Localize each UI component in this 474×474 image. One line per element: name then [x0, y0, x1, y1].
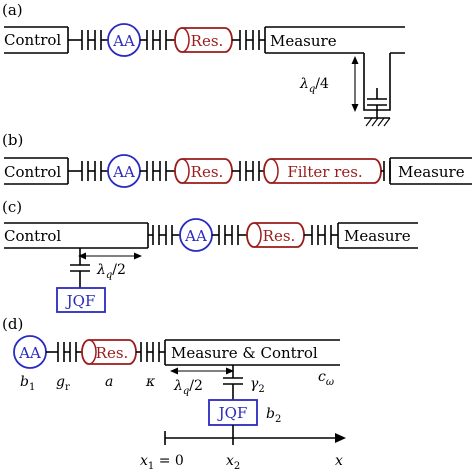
coupling-capacitor-c2 — [165, 225, 173, 245]
resonator-d — [81, 339, 137, 365]
lambda-q-2-label-c: λq/2 — [96, 262, 126, 281]
coupling-capacitor-b7 — [383, 161, 391, 181]
b1-label: b1 — [20, 374, 35, 393]
measure-control-label-d: Measure & Control — [171, 344, 318, 362]
panel-d: (d) AA Res. Measure & Control b1 gr a κ … — [2, 315, 346, 472]
coupling-capacitor-d2 — [69, 342, 77, 362]
panel-c: (c) Control AA Res. Measure λq/2 JQF — [2, 198, 418, 313]
control-label-c: Control — [4, 227, 61, 245]
coupling-capacitor-c6 — [324, 225, 332, 245]
coupling-capacitor-b6 — [252, 161, 260, 181]
jqf-label-c: JQF — [65, 292, 96, 310]
panel-d-label: (d) — [2, 315, 23, 333]
jqf-box-c — [56, 287, 106, 313]
measure-label-c: Measure — [344, 227, 411, 245]
coupling-capacitor-c4 — [231, 225, 239, 245]
c-omega-label: cω — [318, 369, 334, 388]
panel-a: (a) Control AA Res. Measure λq/4 — [2, 1, 405, 127]
aa-label-a: AA — [112, 32, 135, 50]
coupling-capacitor-c3 — [218, 225, 226, 245]
res-label-d: Res. — [96, 344, 129, 362]
measure-label-a: Measure — [270, 32, 337, 50]
measure-line-c — [337, 222, 418, 249]
lambda-q-4-label: λq/4 — [299, 76, 329, 95]
jqf-label-d: JQF — [217, 404, 248, 422]
coupling-capacitor-a1 — [81, 30, 89, 50]
res-label-a: Res. — [191, 32, 224, 50]
measure-line-b — [389, 157, 472, 185]
panel-b-label: (b) — [2, 131, 23, 149]
coupling-capacitor-b4 — [159, 161, 167, 181]
b2-label: b2 — [266, 406, 281, 425]
res-label-c: Res. — [263, 227, 296, 245]
stub-a — [363, 53, 391, 111]
resonator-c — [246, 222, 305, 248]
x2-label: x2 — [226, 453, 240, 472]
coupling-capacitor-d4 — [152, 342, 160, 362]
gr-label: gr — [56, 374, 70, 393]
aa-label-d: AA — [18, 344, 41, 362]
aa-label-c: AA — [184, 227, 207, 245]
resonator-b — [174, 158, 233, 184]
x-label: x — [335, 453, 343, 469]
x1-label: x1 = 0 — [140, 453, 184, 472]
coupling-capacitor-b5 — [239, 161, 247, 181]
coupling-capacitor-a2 — [94, 30, 102, 50]
coupling-capacitor-a6 — [252, 30, 260, 50]
coupling-capacitor-d3 — [140, 342, 148, 362]
res-label-b: Res. — [191, 163, 224, 181]
coupling-capacitor-a4 — [159, 30, 167, 50]
lambda-q-2-label-d: λq/2 — [173, 378, 203, 397]
resonator-a — [174, 27, 233, 53]
grounding-capacitor-a — [367, 98, 387, 106]
gamma2-label: γ2 — [250, 376, 265, 395]
coupling-capacitor-a5 — [239, 30, 247, 50]
measure-label-b: Measure — [398, 163, 465, 181]
jqf-capacitor-c — [70, 264, 90, 272]
control-label-b: Control — [4, 163, 61, 181]
filter-resonator-b — [263, 158, 382, 184]
kappa-label: κ — [145, 374, 155, 390]
measure-line-a — [264, 26, 405, 54]
aa-label-b: AA — [112, 163, 135, 181]
coupling-capacitor-c1 — [152, 225, 160, 245]
a-label: a — [105, 374, 113, 390]
panel-b: (b) Control AA Res. Filter res. Measure — [2, 131, 472, 188]
panel-a-label: (a) — [2, 1, 23, 19]
panel-c-label: (c) — [2, 198, 22, 216]
coupling-capacitor-b1 — [81, 161, 89, 181]
measure-control-line-d — [164, 339, 340, 366]
coupling-capacitor-c5 — [311, 225, 319, 245]
coupling-capacitor-b2 — [94, 161, 102, 181]
coupling-capacitor-a3 — [146, 30, 154, 50]
filter-res-label-b: Filter res. — [287, 163, 362, 181]
jqf-capacitor-d — [223, 377, 243, 385]
coupling-capacitor-b3 — [146, 161, 154, 181]
control-label-a: Control — [4, 31, 61, 49]
coupling-capacitor-d1 — [57, 342, 65, 362]
